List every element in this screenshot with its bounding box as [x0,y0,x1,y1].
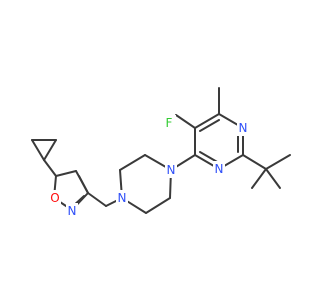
label-mask [164,115,176,131]
label-mask [213,161,225,177]
pyrimidine-nitrogen-top-atom: N [237,120,249,136]
piperazine-nitrogen-left-atom: N [116,190,128,206]
bond [265,168,281,189]
pyrimidine-nitrogen-bottom-label: N [215,162,224,176]
bond [43,139,57,161]
piperazine-nitrogen-right-label: N [167,163,176,177]
bonds [31,87,291,214]
fluorine-atom: F [164,115,176,131]
bond [145,197,171,214]
bond [265,154,291,170]
piperazine-nitrogen-right-atom: N [165,162,177,178]
bond [87,192,107,207]
molecule-structure: F O N N N N N [31,87,291,219]
bond [43,159,57,177]
bond [199,119,220,132]
label-mask [165,162,177,178]
oxygen-atom: O [49,190,61,206]
bond [119,154,146,171]
fluorine-label: F [166,116,173,130]
atom-labels: F O N N N N N [49,115,249,219]
bond [78,175,89,194]
bond [242,154,267,170]
label-mask [116,190,128,206]
isoxazole-nitrogen-atom: N [66,203,78,219]
bond [251,168,267,189]
bond [55,170,77,177]
bond [175,114,196,129]
bond [31,139,45,161]
pyrimidine-nitrogen-bottom-atom: N [213,161,225,177]
oxygen-label: O [50,191,59,205]
label-mask [66,203,78,219]
pyrimidine-nitrogen-top-label: N [239,121,248,135]
label-mask [49,190,61,206]
bond [194,113,220,129]
piperazine-nitrogen-left-label: N [118,191,127,205]
isoxazole-nitrogen-label: N [68,204,77,218]
label-mask [237,120,249,136]
